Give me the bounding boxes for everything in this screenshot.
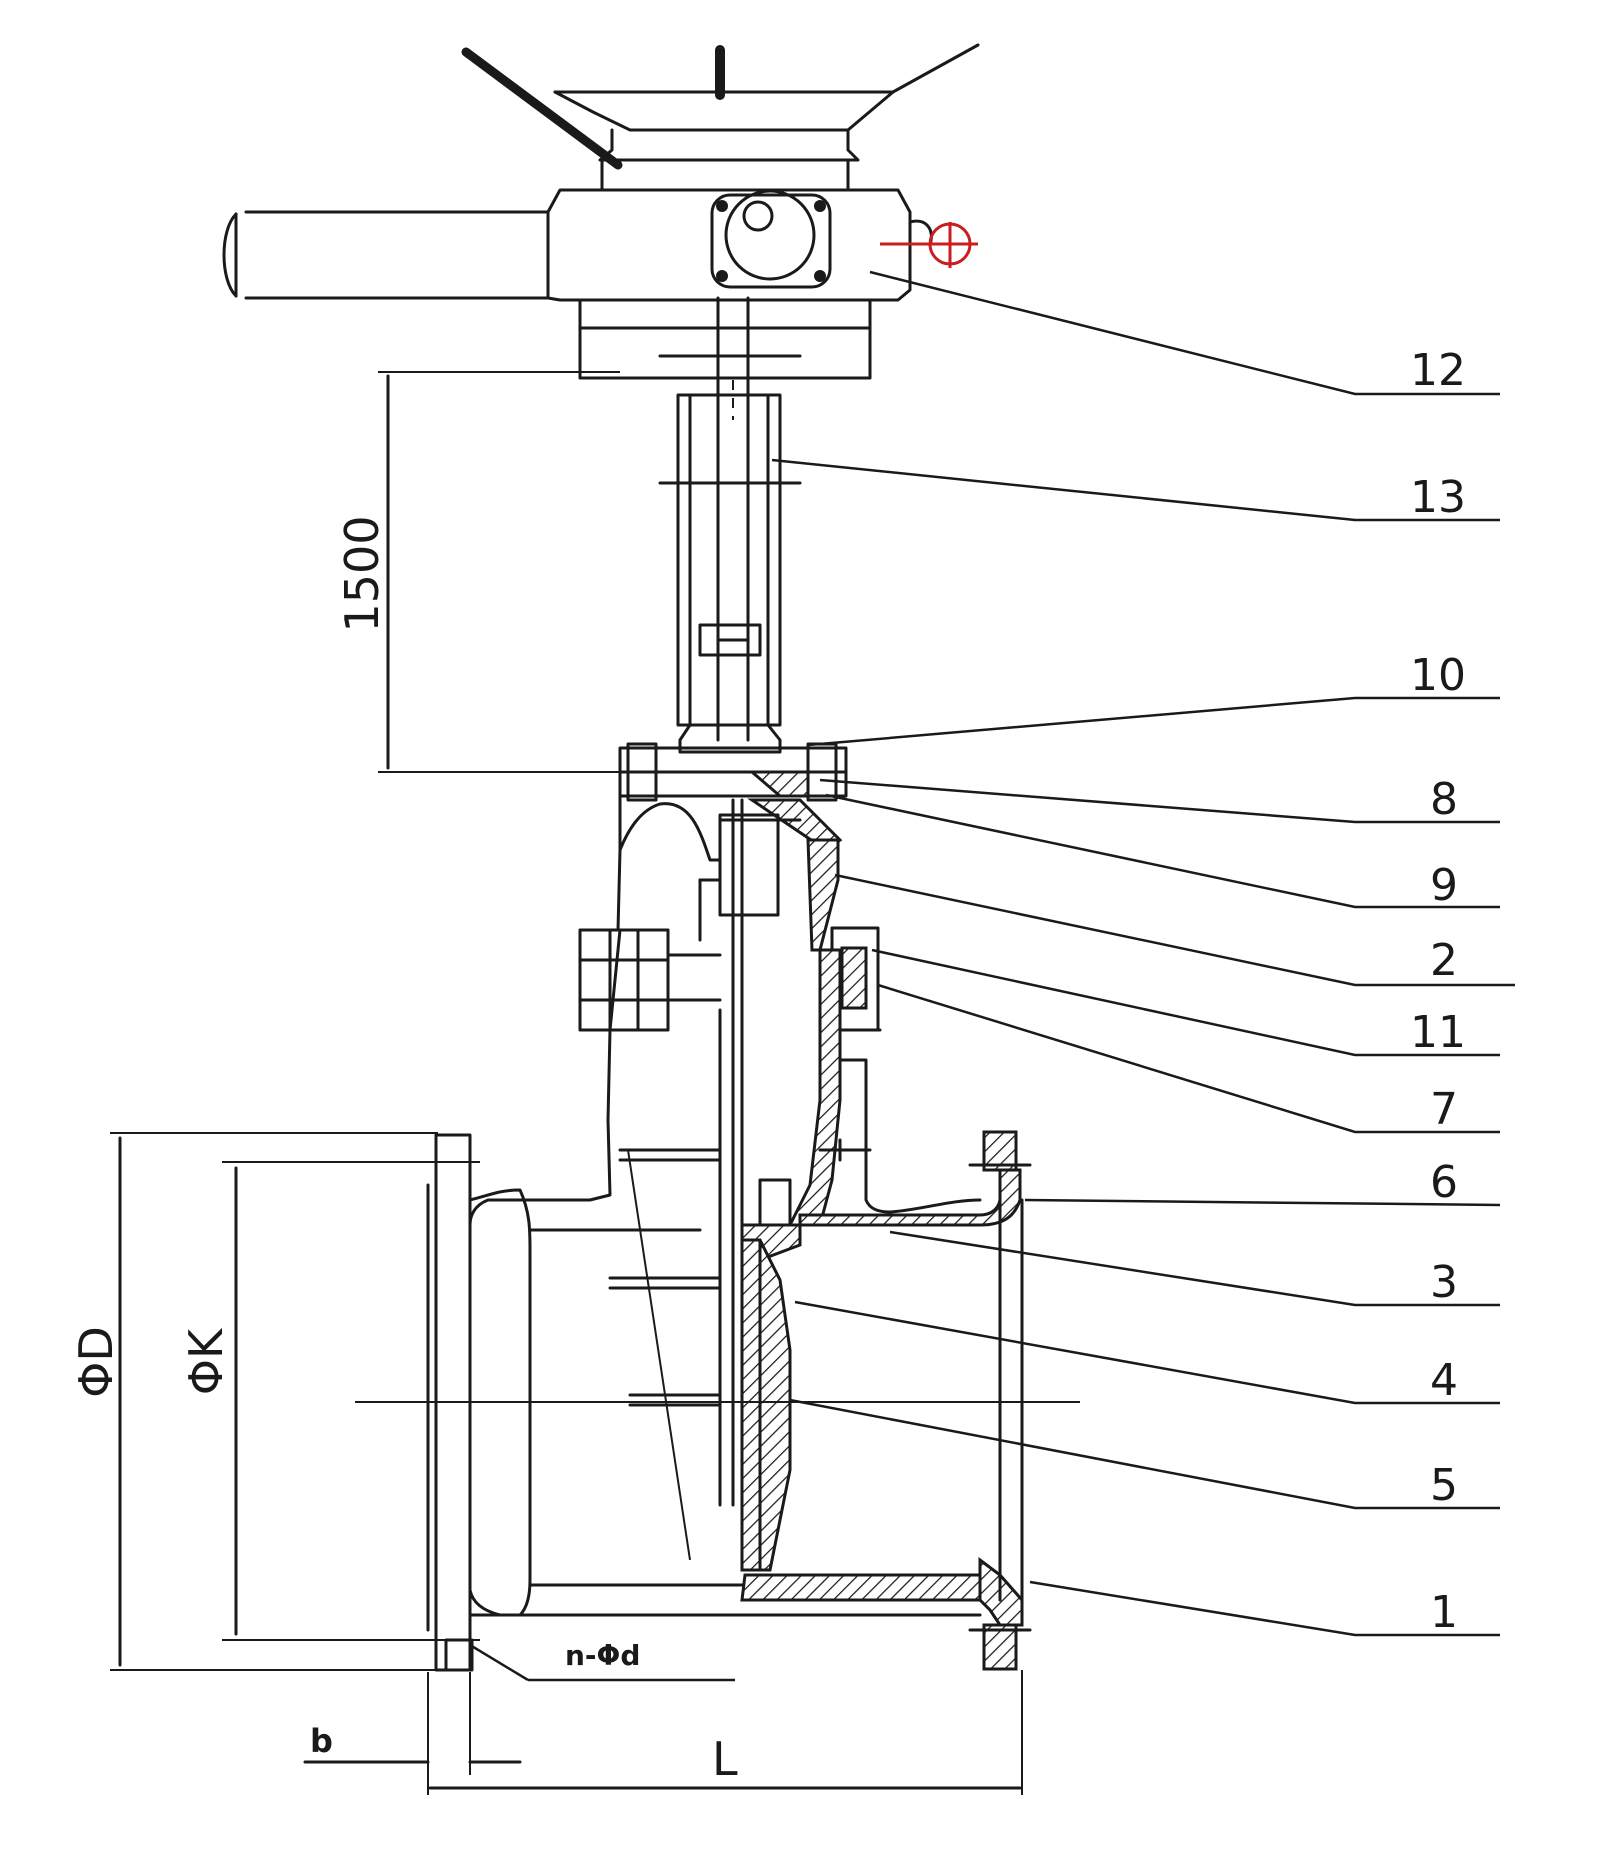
valve-body — [426, 1130, 1032, 1672]
callout-13: 13 — [1410, 472, 1466, 523]
callout-leaders — [771, 270, 1515, 1637]
callout-10: 10 — [1410, 650, 1466, 701]
callout-1: 1 — [1430, 1587, 1458, 1638]
dimension-outer-diameter: ΦD — [69, 1132, 438, 1671]
bonnet-bolts — [578, 926, 882, 1032]
dimension-length: L — [428, 1670, 1023, 1795]
position-indicator — [880, 222, 978, 268]
gate-wedge — [608, 1178, 802, 1572]
flange-thickness-label: b — [310, 1722, 333, 1760]
dimension-height-label: 1500 — [335, 515, 389, 632]
callout-4: 4 — [1430, 1355, 1458, 1406]
callout-6: 6 — [1430, 1157, 1458, 1208]
callout-11: 11 — [1410, 1007, 1466, 1058]
callout-8: 8 — [1430, 774, 1458, 825]
callout-5: 5 — [1430, 1460, 1458, 1511]
bonnet — [616, 794, 840, 952]
callout-3: 3 — [1430, 1257, 1458, 1308]
callout-9: 9 — [1430, 860, 1458, 911]
electric-actuator — [222, 188, 933, 380]
bolt-holes-label: n-Φd — [565, 1639, 640, 1672]
dimension-height: 1500 — [335, 371, 620, 773]
callout-7: 7 — [1430, 1084, 1458, 1135]
outer-diameter-label: ΦD — [69, 1326, 123, 1398]
callout-12: 12 — [1410, 345, 1466, 396]
callout-labels: 12 13 10 8 9 2 11 7 6 3 4 5 1 — [1410, 345, 1466, 1638]
dimension-bolt-holes: n-Φd — [469, 1639, 735, 1682]
stem-extension — [658, 296, 802, 754]
length-label: L — [712, 1732, 738, 1786]
bolt-circle-label: ΦK — [179, 1327, 233, 1395]
dimension-flange-thickness: b — [303, 1672, 522, 1795]
handwheel — [461, 43, 980, 192]
dimension-bolt-circle: ΦK — [179, 1161, 480, 1641]
bonnet-flange — [618, 742, 848, 852]
callout-2: 2 — [1430, 935, 1458, 986]
